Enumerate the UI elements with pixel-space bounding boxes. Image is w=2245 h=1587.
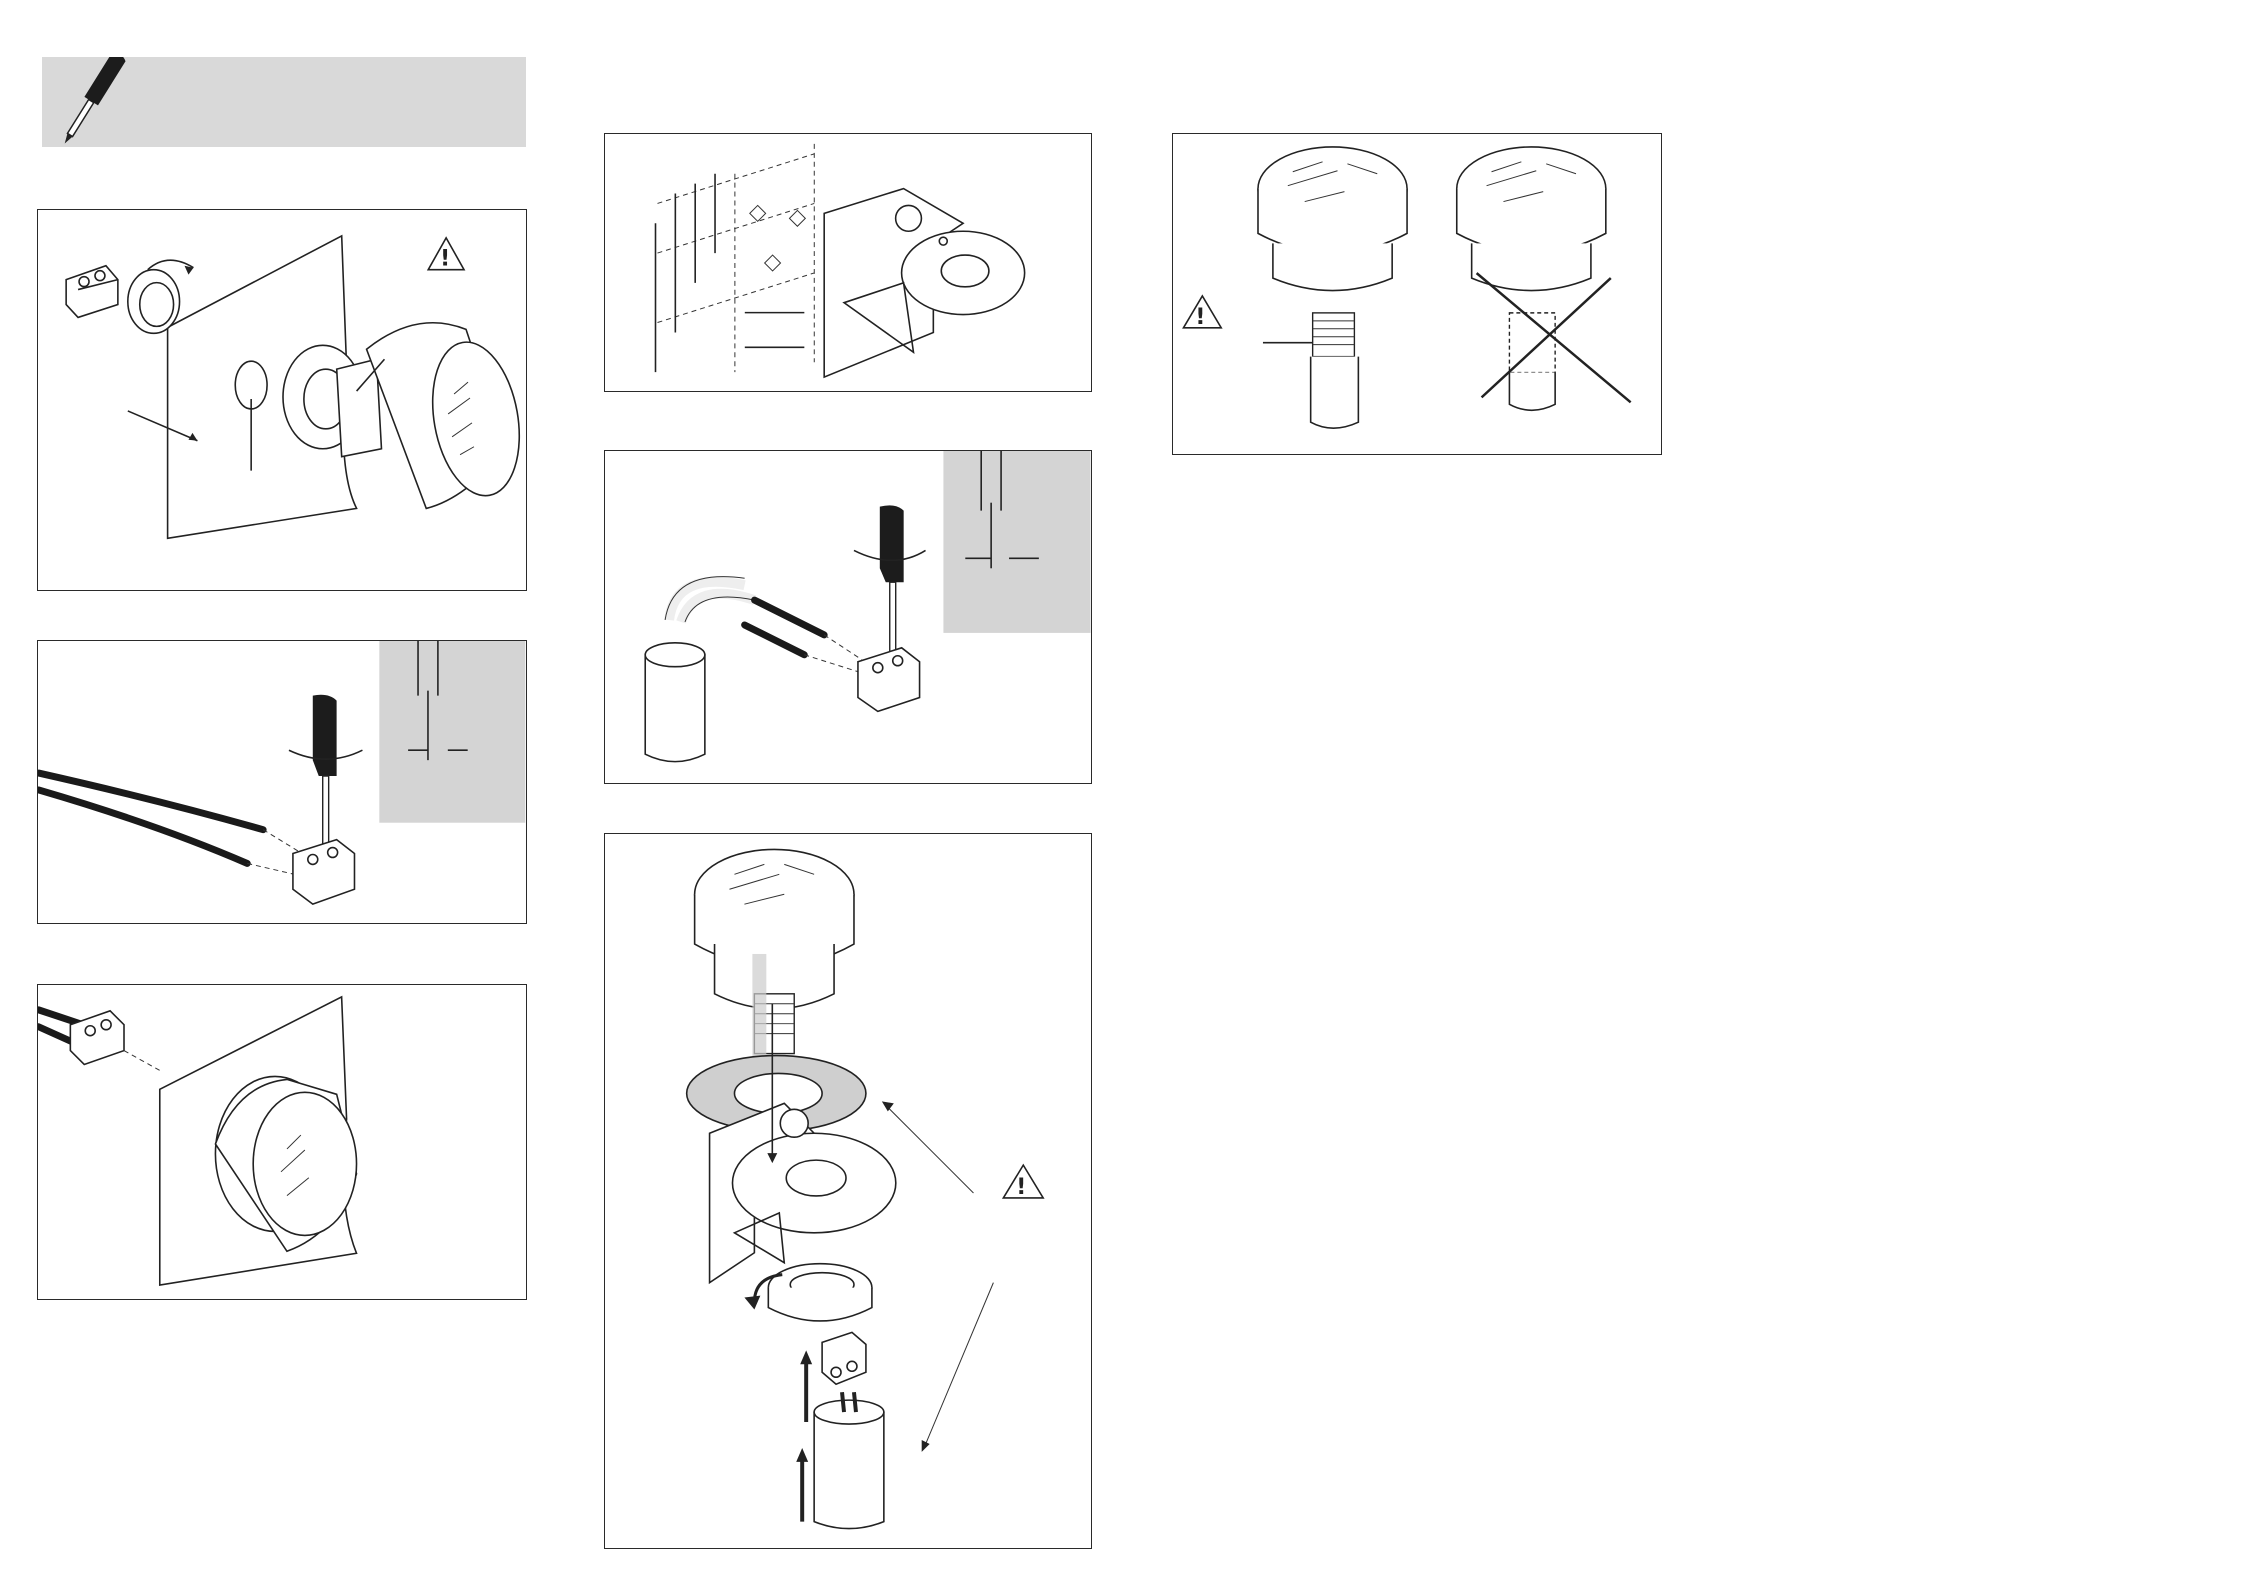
buzzer-icon xyxy=(695,849,854,1063)
buzzer-icon xyxy=(1258,147,1407,428)
bracket-icon xyxy=(824,189,1024,378)
step-bracket-assembly: ! xyxy=(604,833,1092,1549)
terminal-block-icon xyxy=(822,1332,866,1384)
lock-ring-icon xyxy=(768,1264,872,1321)
warning-mark: ! xyxy=(1016,1175,1026,1200)
dimension-icon xyxy=(655,144,814,372)
warning-mark: ! xyxy=(440,247,450,272)
warning-mark: ! xyxy=(1195,305,1205,330)
screwdriver-icon xyxy=(42,57,526,147)
lock-ring-icon xyxy=(128,270,180,334)
buzzer-icon-wrong xyxy=(1457,147,1606,410)
bracket-icon xyxy=(710,1103,896,1282)
buzzer-icon xyxy=(367,323,526,509)
cable-gland-icon xyxy=(645,577,754,762)
terminal-block-icon xyxy=(858,648,920,712)
warning-triangle-icon: ! xyxy=(1183,296,1221,330)
warning-triangle-icon: ! xyxy=(428,238,464,272)
screwdriver-icon xyxy=(289,695,362,848)
step-wire-terminal xyxy=(37,640,527,924)
step-connect-panel xyxy=(37,984,527,1300)
terminal-block-icon xyxy=(66,266,118,318)
cable-gland-icon xyxy=(814,1392,884,1528)
step-bracket-drilling xyxy=(604,133,1092,392)
tool-strip xyxy=(42,57,526,147)
step-wire-cable xyxy=(604,450,1092,784)
terminal-block-icon xyxy=(293,840,355,905)
step-thread-check: ! xyxy=(1172,133,1662,455)
warning-triangle-icon: ! xyxy=(1003,1165,1043,1200)
step-panel-mount: ! xyxy=(37,209,527,591)
screwdriver-icon xyxy=(854,505,926,651)
terminal-block-icon xyxy=(70,1011,124,1065)
